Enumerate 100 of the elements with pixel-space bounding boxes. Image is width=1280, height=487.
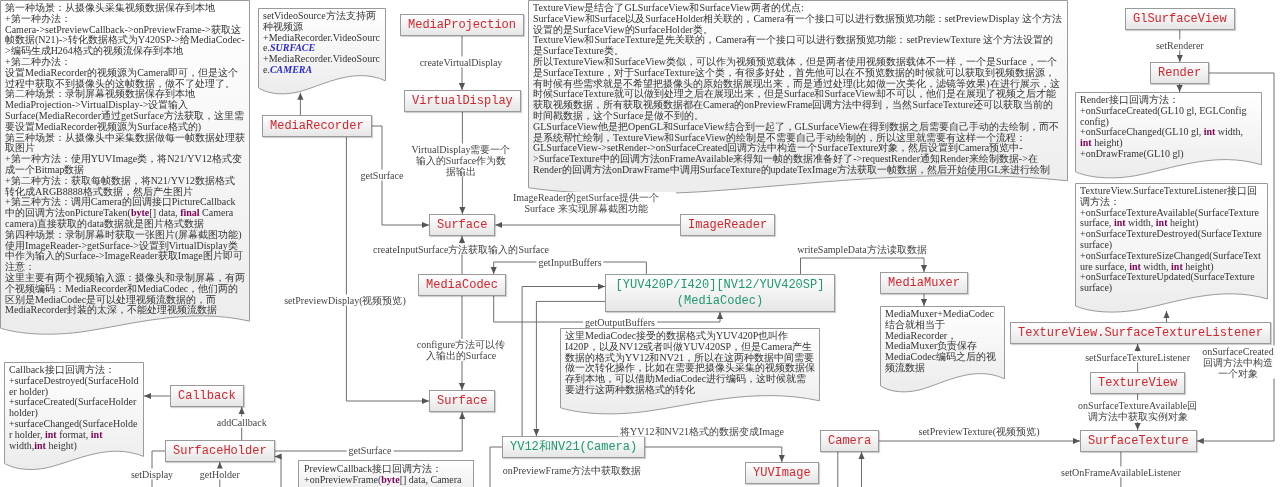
note-text: +onSurfaceTextureUpdated(SurfaceTexture surface) [1080,272,1256,294]
document-note [0,0,250,334]
note-text: +第三种方法：调用Camera的回调接口PictureCallback中的回调方法onPictureTaken(byte[] data, final Camera camera)直接获取的data数据就是图片格式数据 [5,197,237,229]
document-note [1075,92,1262,177]
arrow [143,392,171,400]
document-note [258,8,386,93]
note-text: Render接口回调方法： [1080,95,1180,106]
note-text: +MediaRecorder.VideoSource.CAMERA [263,54,381,76]
arrow [494,221,681,229]
arrow [1196,72,1275,445]
note-text: MediaProjection->VirtualDisplay->设置输入Surface(MediaRecorder通过getSurface方法获取，这里需要设置MediaRecorder视频源为Surface格式的) [5,100,244,133]
class-name: TextureView [1098,376,1178,390]
edge-label: writeSampleData方法读取数据 [795,243,929,255]
note-text: MediaMuxer+MediaCodec结合就相当于MediaRecorder，MediaMuxer负责保存MediaCodec编码之后的视频流数据 [885,309,998,374]
class-name: GlSurfaceView [1133,12,1227,26]
note-text: +MediaRecorder.VideoSource.SURFACE [263,32,381,55]
note-text: 所以TextureView和SurfaceView类似，可以作为视频预览载体，但是两者使用视频数据载体不一样，一个是Surface，一个是SurfaceTexture，对于SurfaceTexture这个类，有很多好处，首先他可以在不预览数据的时候就可以获取到视频数据源，有时候有些需求就是不希望把摄像头的原始数据展现出来，而是通过处理(比如做一次美化，滤镜等效果)在进行展示，这时候SurfaceTexture就可以做到处理之后在展现出来，但是Surface和SurfaceView却不可以，他们是在展现了视频之后才能获取视频数据，所有获取视频数据都在Camera的onPreviewFrame回调方法中得到，当然SurfaceTexture还可以获取当前的时间戳数据，这个Surface是做不到的。 [533,57,1061,121]
note-text: +第一种办法： [5,13,72,25]
edge-label: setSurfaceTextureListener [1083,351,1192,363]
edge-label: setPreviewDisplay(视频预览) [282,294,408,306]
class-name: SurfaceTexture [1088,434,1189,448]
class-box [429,214,496,236]
edge-label: addCallback [214,416,269,428]
edge-label: setDisplay [128,468,176,480]
class-box [1090,372,1186,394]
arrow [1176,83,1183,93]
document-note [298,460,474,487]
edge-label: getSurface [346,444,394,456]
document-note [880,306,1005,391]
note-text: 使用ImageReader->getSurface->设置到VirtualDisplay类中作为输入的Surface->ImageReader获取Image图片即可 [5,240,244,262]
note-text: +第一种方法：使用YUVImage类，将N21/YV12格式变成一个Bitmap数据 [5,154,243,175]
arrow [274,453,282,487]
edge-label: getOutputBuffers [583,316,657,328]
class-box [404,90,521,112]
note-text: GLSurfaceView->setRender->onSurfaceCreated回调方法中构造一个SurfaceTexture对象，然后设置到Camera预览中->SurfaceTexture中的回调方法onFrameAvailable来得知一帧的数据准备好了->requestRender通知Render来绘制数据->在Render的回调方法onDrawFrame中调用SurfaceTexture的updateTexImage方法获取一帧数据，然后开始使用GL来进行绘制 [533,143,1052,176]
note-text: Camera->setPreviewCallback->onPreviewFrame->获取这帧数据(N21)->转化数据格式为Y420SP->给MediaCodec->编码生成H264格式的视频流保存到本地 [5,24,245,57]
document-note [528,0,1068,193]
note-text: TextureView和SurfaceTexture是先关联的，Camera有一个接口可以进行数据预览功能：setPreviewTexture 这个方法设置的是SurfaceTexture类。 [533,35,1055,57]
class-name: MediaRecorder [270,119,364,133]
document-note [560,328,820,413]
arrow [878,437,1081,445]
note-text: 第四种场景：录制屏幕时获取一张图片(屏幕截图功能) [5,229,243,241]
class-name: Surface [437,218,488,232]
arrow [533,300,606,437]
document-note [1075,183,1268,311]
arrow [858,451,865,487]
class-box [880,272,968,294]
class-name: Callback [178,389,236,403]
note-text: setVideoSource方法支持两种视频源 [263,11,377,33]
edge-label: getSurface [358,169,406,181]
note-text: +第二种办法： [5,57,72,68]
edge-label: getHolder [197,468,242,480]
note-text: +surfaceCreated(SurfaceHolder holder) [9,397,138,419]
class-box [1150,62,1210,84]
note-text: +onSurfaceChanged(GL10 gl, int width, int height) [1080,127,1245,149]
arrow [644,446,785,463]
class-name: SurfaceHolder [173,444,267,458]
arrow [800,257,928,275]
class-box [170,385,244,407]
connector-line [489,446,503,487]
class-name: Surface [437,394,488,408]
class-box [745,462,819,484]
arrow [920,293,928,307]
note-text: 第三种场景：从摄像头中采集数据做每一帧数据处理获取图片 [5,132,245,154]
note-text: Callback接口回调方法： [9,365,116,376]
note-text: 这里主要有两个视频输入源：摄像头和录制屏幕，有两个视频编码：MediaRecorder和MediaCodec，他们两的区别是MediaCodec是可以处理视频流数据的，而MediaRecorder封装的太深，不能处理视频流数据 [5,272,245,317]
class-box [400,14,525,36]
class-box [1125,8,1235,30]
class-name: YUVImage [753,466,811,480]
arrow [1163,310,1170,323]
note-text: +onPreviewFrame(byte[] data, Camera [304,474,463,486]
edge-label: setPreviewTexture(视频预览) [916,425,1042,437]
edge-label: VirtualDisplay需要一个输入的Surface作为数据输出 [409,143,513,177]
class-box [429,390,496,412]
class-box [262,115,372,137]
note-text: 第一种场景：从摄像头采集视频数据保存到本地 [5,3,216,14]
edge-label: getInputBuffers [536,256,604,268]
arrow [371,125,430,229]
note-text: +surfaceChanged(SurfaceHolder holder, int format, int width,int height) [9,419,139,452]
class-name: [YUV420P/I420][NV12/YUV420SP] (MediaCodec) [615,278,825,308]
note-text: +surfaceDestroyed(SurfaceHolder holder) [9,375,139,398]
edge-label: setRenderer [1153,39,1206,51]
note-text: 设置MediaRecorder的视频源为Camera即可，但是这个过程中获取不到摄像头的这帧数据，做不了处理了。 [5,67,240,90]
edge-label: 将YV12和NV21格式的数据变成Image [618,425,786,437]
arrow [297,92,304,116]
class-box [605,274,835,312]
class-name: MediaProjection [408,18,517,32]
edge-label: onSurfaceCreated回调方法中构造一个对象 [1200,345,1276,379]
note-text: +onSurfaceTextureAvailable(SurfaceTexture surface, int width, int height) [1080,207,1259,230]
class-box [680,214,776,236]
note-text: 第二种场景：录制屏幕视频数据保存到本地 [5,89,195,100]
note-text: +onSurfaceTextureDestroyed(SurfaceTexture surface) [1080,229,1263,251]
class-box [820,430,880,452]
edge-label: createVirtualDisplay [417,56,505,68]
note-text: +onSurfaceCreated(GL10 gl, EGLConfig config) [1080,105,1248,127]
class-name: MediaMuxer [888,276,960,290]
note-text: +第二种方法：获取每帧数据，将N21/YV12数据格式转化成ARGB8888格式数据，然后产生图片 [5,175,237,197]
document-note [4,362,144,469]
class-name: MediaCodec [426,278,498,292]
note-text: SurfaceView和Surface以及SurfaceHolder相关联的，Camera有一个接口可以进行数据预览功能：setPreviewDisplay 这个方法设置的是SurfaceView的SurfaceHolder类。 [533,13,1063,35]
